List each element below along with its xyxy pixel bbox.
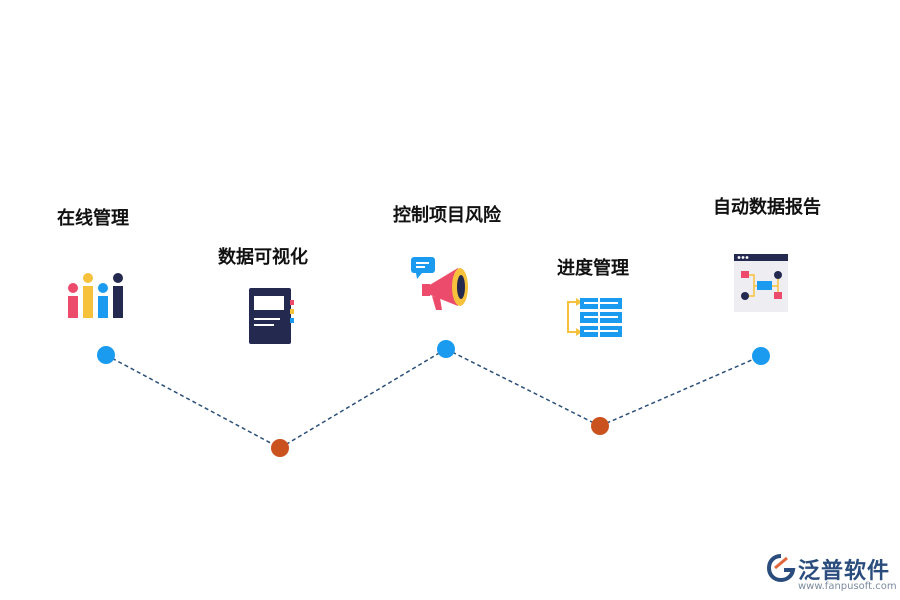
- timeline-node: [271, 439, 289, 457]
- timeline-node: [437, 340, 455, 358]
- logo-name: 泛普软件: [798, 559, 891, 584]
- timeline-node: [591, 417, 609, 435]
- fanpusoft-logo-mark: [766, 554, 796, 583]
- timeline-node: [752, 347, 770, 365]
- timeline-node: [97, 346, 115, 364]
- step-label-auto-report: 自动数据报告: [713, 197, 821, 218]
- step-label-risk-control: 控制项目风险: [393, 205, 501, 226]
- megaphone-icon: [411, 257, 468, 310]
- step-label-data-visualization: 数据可视化: [218, 247, 308, 268]
- flowchart-report-icon: [734, 254, 788, 312]
- document-icon: [249, 288, 294, 344]
- logo-url: www.fanpusoft.com: [798, 581, 897, 592]
- connector-segment: [105, 354, 281, 449]
- connector-segment: [445, 348, 601, 427]
- connector-segment: [599, 355, 762, 427]
- step-label-progress-management: 进度管理: [557, 258, 629, 279]
- bar-chart-icon: [68, 273, 123, 318]
- connector-segment: [279, 348, 447, 449]
- server-stack-icon: [567, 298, 622, 337]
- step-label-online-management: 在线管理: [57, 208, 129, 229]
- fanpusoft-logo: 泛普软件 www.fanpusoft.com: [766, 551, 897, 597]
